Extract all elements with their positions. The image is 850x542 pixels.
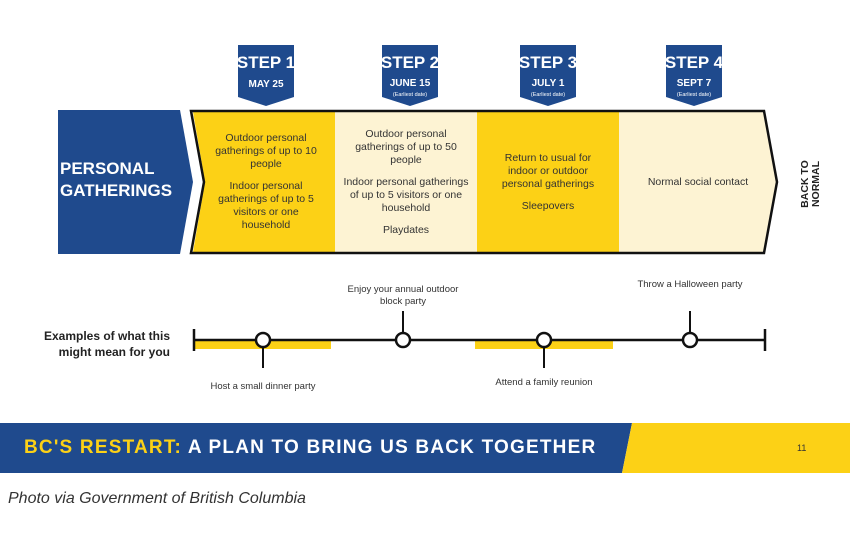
step-title: STEP 1: [237, 53, 295, 72]
step-date: JULY 1: [532, 78, 565, 89]
step-title: STEP 2: [381, 53, 439, 72]
step-date: SEPT 7: [677, 78, 712, 89]
page-number: 11: [797, 443, 807, 453]
timeline-marker-2: [394, 311, 412, 349]
banner-title-main: A PLAN TO BRING US BACK TOGETHER: [187, 437, 597, 458]
photo-caption: Photo via Government of British Columbia: [8, 490, 306, 507]
step-flag-4: STEP 4 SEPT 7 (Earliest date): [665, 45, 724, 106]
step-title: STEP 4: [665, 53, 724, 72]
banner-title-accent: BC'S RESTART:: [24, 437, 183, 458]
step-title: STEP 3: [519, 53, 577, 72]
example-label: Attend a family reunion: [495, 377, 593, 388]
step-date: MAY 25: [248, 79, 283, 90]
timeline-marker-3: [535, 331, 553, 368]
column-text: Sleepovers: [521, 199, 575, 212]
step-flag-3: STEP 3 JULY 1 (Earliest date): [519, 45, 577, 106]
column-bg-3: [477, 112, 619, 252]
banner-background: [0, 423, 850, 473]
category-label-line: GATHERINGS: [60, 181, 173, 200]
category-label-line: PERSONAL: [60, 159, 155, 178]
timeline-graphic: STEP 1 MAY 25 STEP 2 JUNE 15 (Earliest d…: [58, 45, 779, 368]
column-step-2: Outdoor personal gatherings of up to 50 …: [338, 110, 474, 254]
column-text: Indoor personal gatherings of up to 5 vi…: [218, 180, 314, 231]
back-to-normal-line: NORMAL: [810, 160, 822, 208]
back-to-normal-label: BACK TO NORMAL: [799, 160, 822, 208]
column-step-4: Normal social contact: [636, 110, 760, 254]
step-flag-1: STEP 1 MAY 25: [237, 45, 295, 106]
step-note: (Earliest date): [677, 92, 711, 98]
column-text: Outdoor personal gatherings of up to 10 …: [215, 132, 317, 170]
column-bg-2: [335, 112, 477, 252]
column-bg-1: [193, 112, 335, 252]
column-step-1: Outdoor personal gatherings of up to 10 …: [205, 110, 327, 254]
slide: STEP 1 MAY 25 STEP 2 JUNE 15 (Earliest d…: [0, 45, 850, 473]
step-note: (Earliest date): [531, 92, 565, 98]
column-text: Normal social contact: [647, 175, 749, 188]
step-date: JUNE 15: [390, 78, 431, 89]
step-flag-2: STEP 2 JUNE 15 (Earliest date): [381, 45, 439, 106]
column-text: Indoor personal gatherings of up to 5 vi…: [343, 175, 469, 214]
category-label: PERSONAL GATHERINGS: [60, 158, 180, 202]
banner-title: BC'S RESTART: A PLAN TO BRING US BACK TO…: [24, 437, 596, 459]
example-label: Throw a Halloween party: [637, 279, 743, 290]
step-note: (Earliest date): [393, 92, 427, 98]
column-bg-4: [619, 112, 776, 252]
example-label: Host a small dinner party: [210, 381, 316, 392]
column-text: Return to usual for indoor or outdoor pe…: [501, 151, 595, 190]
timeline-marker-1: [254, 331, 272, 368]
column-text: Outdoor personal gatherings of up to 50 …: [355, 127, 457, 166]
examples-label: Examples of what this might mean for you: [43, 329, 170, 359]
timeline-marker-4: [681, 311, 699, 349]
category-arrow: [58, 110, 193, 254]
column-text: Playdates: [382, 223, 430, 236]
band-outline: [189, 109, 779, 255]
example-label: Enjoy your annual outdoor block party: [347, 284, 459, 307]
column-step-3: Return to usual for indoor or outdoor pe…: [486, 110, 610, 254]
